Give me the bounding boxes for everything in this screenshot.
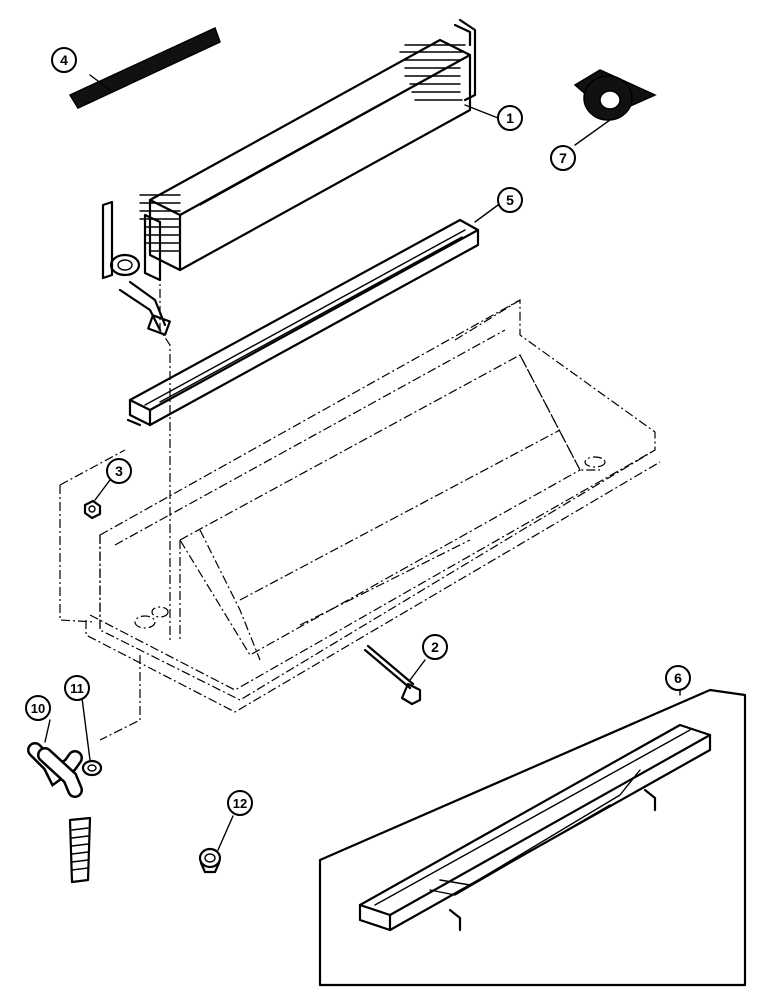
callout-11-label: 11 — [70, 681, 84, 696]
callout-7-label: 7 — [559, 150, 567, 166]
callout-7: 7 — [550, 145, 576, 171]
evaporator-core — [101, 18, 477, 336]
drain-hose — [27, 742, 92, 884]
assembly-guide-lines — [99, 255, 171, 741]
leader-lines — [44, 74, 681, 851]
callout-11: 11 — [64, 675, 90, 701]
callout-3-label: 3 — [115, 463, 123, 479]
callout-10: 10 — [25, 695, 51, 721]
callout-3: 3 — [106, 458, 132, 484]
callout-10-label: 10 — [31, 701, 45, 716]
callout-12-label: 12 — [233, 796, 247, 811]
grommet — [198, 847, 222, 874]
hex-nut — [83, 499, 102, 520]
hose-clamp — [81, 759, 103, 777]
callout-12: 12 — [227, 790, 253, 816]
callout-1: 1 — [497, 105, 523, 131]
callout-6-label: 6 — [674, 670, 682, 686]
callout-1-label: 1 — [506, 110, 514, 126]
housing-phantom-outline — [59, 298, 661, 713]
callout-2: 2 — [422, 634, 448, 660]
callout-5: 5 — [497, 187, 523, 213]
inset-box — [318, 688, 747, 987]
callout-4-label: 4 — [60, 52, 68, 68]
foam-seal-strip — [68, 26, 221, 109]
callout-4: 4 — [51, 47, 77, 73]
drain-pan — [358, 723, 712, 932]
hex-bolt — [363, 644, 422, 706]
tape-roll — [573, 69, 657, 121]
drain-tray — [126, 218, 480, 427]
callout-5-label: 5 — [506, 192, 514, 208]
callout-2-label: 2 — [431, 639, 439, 655]
callout-6: 6 — [665, 665, 691, 691]
